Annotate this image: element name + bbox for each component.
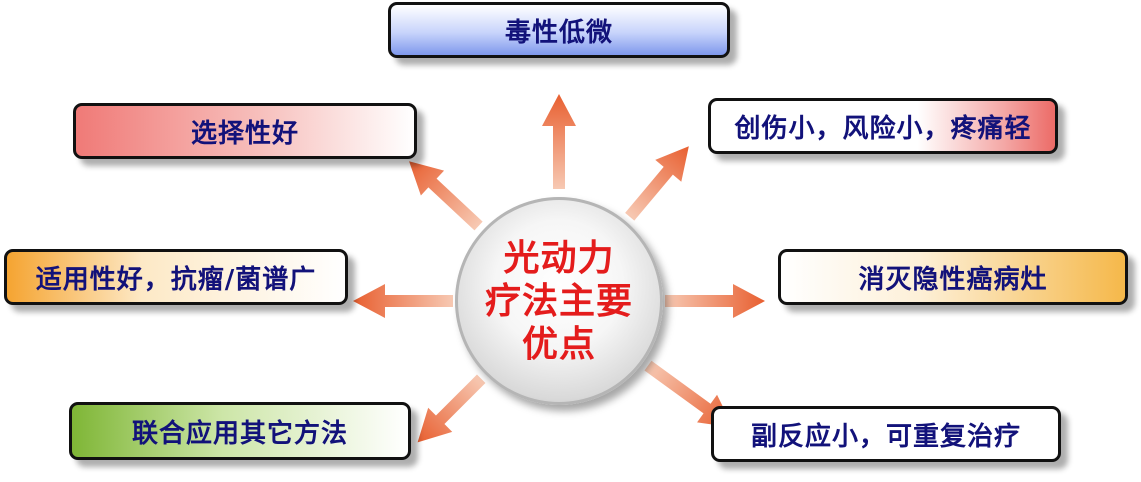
node-minimal-trauma: 创伤小，风险小，疼痛轻: [708, 98, 1058, 154]
node-broad-applicability: 适用性好，抗瘤/菌谱广: [4, 249, 348, 305]
arrow-to-top-right: [625, 146, 689, 221]
node-low-toxicity: 毒性低微: [388, 2, 730, 58]
node-good-selectivity: 选择性好: [73, 103, 417, 159]
arrow-to-middle-right: [665, 284, 765, 318]
arrow-to-bottom-right: [644, 360, 733, 428]
node-repeatable-treatment: 副反应小，可重复治疗: [711, 406, 1061, 462]
center-title: 光动力 疗法主要 优点: [484, 237, 633, 365]
node-hidden-lesions: 消灭隐性癌病灶: [778, 249, 1128, 305]
arrow-to-middle-left: [353, 284, 453, 318]
node-combined-therapy: 联合应用其它方法: [69, 402, 411, 460]
arrow-to-bottom-left: [417, 374, 486, 443]
arrow-to-top-left: [409, 161, 483, 231]
center-hub: 光动力 疗法主要 优点: [455, 197, 663, 405]
arrow-to-top: [542, 94, 576, 189]
